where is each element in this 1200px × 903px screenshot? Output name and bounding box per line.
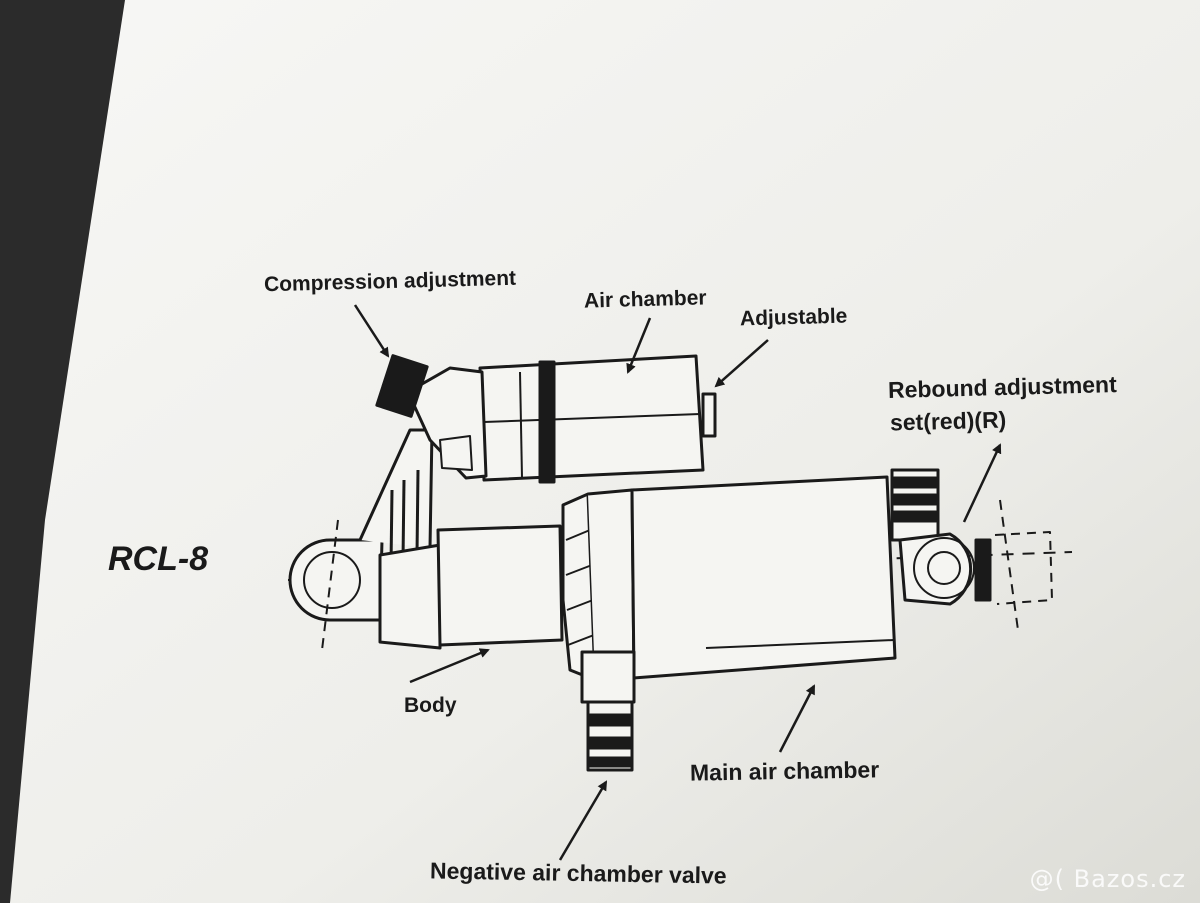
label-body: Body <box>404 694 457 717</box>
body-shaft <box>436 524 564 647</box>
arrow-compression <box>353 304 390 358</box>
label-main-air-chamber: Main air chamber <box>689 756 880 786</box>
arrow-air-chamber <box>626 317 652 374</box>
reservoir-strut <box>358 428 434 549</box>
leader-arrows <box>353 304 1002 861</box>
negative-valve-body <box>580 650 636 704</box>
label-negative-air-chamber-valve: Negative air chamber valve <box>429 857 727 889</box>
label-rebound-set: set(red)(R) <box>889 406 1007 436</box>
body <box>378 543 442 650</box>
main-air-chamber <box>630 475 897 680</box>
arrow-main-air-chamber <box>778 684 816 753</box>
arrow-adjustable <box>714 339 769 388</box>
arrow-body <box>409 648 490 684</box>
air-chamber-band <box>538 360 556 484</box>
shock-drawing <box>287 354 1073 772</box>
right-bushing <box>913 537 975 599</box>
watermark: @( Bazos.cz <box>1029 865 1186 893</box>
arrow-rebound <box>962 443 1002 523</box>
model-label: RCL-8 <box>108 540 209 578</box>
left-bushing <box>303 551 361 609</box>
arrow-negative-valve <box>558 780 608 861</box>
label-adjustable: Adjustable <box>739 304 848 331</box>
label-air-chamber: Air chamber <box>583 286 707 313</box>
right-eyelet <box>898 532 973 606</box>
compression-knob <box>375 354 429 418</box>
